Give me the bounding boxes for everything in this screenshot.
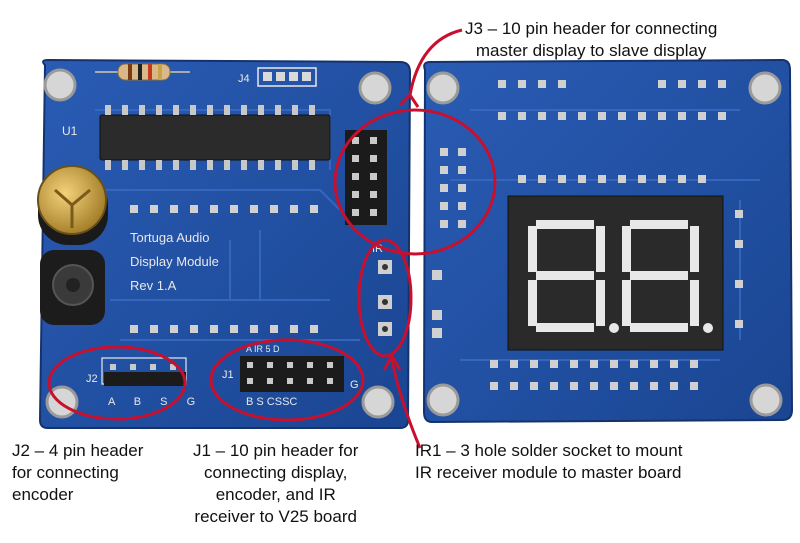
j1-header: J1 A IR 5 D B S CSSC G — [222, 344, 359, 408]
right-top-pads — [498, 80, 726, 183]
j1-g-label: G — [350, 379, 359, 391]
j1-bottom-pin-labels: B S CSSC — [246, 396, 297, 408]
j1-top-pin-labels: A IR 5 D — [246, 344, 280, 354]
silk-title: Tortuga Audio Display Module Rev 1.A — [130, 230, 219, 293]
callout-j2-line-2: for connecting — [12, 463, 119, 482]
buzzer — [40, 250, 105, 325]
right-board — [422, 58, 794, 424]
j2-label: J2 — [86, 373, 98, 385]
ir-label: IR — [372, 243, 383, 255]
callout-j1-line-3: encoder, and IR — [215, 485, 336, 504]
left-mount-holes — [43, 68, 395, 419]
u1-label: U1 — [62, 124, 78, 138]
callout-j3-line-1: J3 – 10 pin header for connecting — [465, 19, 718, 38]
j3-ring — [333, 108, 497, 256]
callout-ir1: IR1 – 3 hole solder socket to mount IR r… — [415, 440, 682, 484]
j2-ring — [47, 345, 187, 421]
callout-j1-line-2: connecting display, — [204, 463, 348, 482]
digit-1 — [528, 220, 619, 333]
j3-pads-right — [440, 148, 466, 228]
callout-j3: J3 – 10 pin header for connecting master… — [465, 18, 717, 62]
j4-label: J4 — [238, 73, 250, 85]
pad-row — [130, 205, 318, 333]
ir1-ring — [357, 238, 413, 358]
j3-header-left — [345, 130, 387, 225]
resistor — [95, 63, 190, 81]
right-mount-holes — [426, 71, 783, 417]
callout-j2: J2 – 4 pin header for connecting encoder — [12, 440, 143, 506]
left-board: J4 — [37, 58, 412, 429]
callout-j3-line-2: master display to slave display — [475, 41, 707, 60]
electrolytic-capacitor — [37, 165, 108, 245]
callout-j2-line-3: encoder — [12, 485, 74, 504]
callout-j2-line-1: J2 – 4 pin header — [12, 441, 144, 460]
right-bottom-pads — [490, 360, 698, 390]
callout-j1-line-1: J1 – 10 pin header for — [193, 441, 359, 460]
ir1-arrow — [390, 359, 422, 449]
annotation-overlay — [47, 28, 497, 449]
callout-j1-line-4: receiver to V25 board — [194, 507, 357, 526]
right-side-pads — [432, 210, 743, 338]
callout-ir1-line-2: IR receiver module to master board — [415, 463, 682, 482]
callout-ir1-line-1: IR1 – 3 hole solder socket to mount — [415, 441, 683, 460]
j2-pin-labels: A B S G — [108, 396, 203, 408]
silk-line-1: Tortuga Audio — [130, 230, 210, 245]
u1-ic: U1 — [62, 105, 331, 170]
ir1-arrowhead — [382, 352, 402, 371]
ir1-socket: IR — [372, 243, 392, 336]
j1-label: J1 — [222, 369, 234, 381]
seven-segment-display — [507, 195, 724, 351]
callout-j1: J1 – 10 pin header for connecting displa… — [193, 440, 358, 528]
silk-line-2: Display Module — [130, 254, 219, 269]
j3-arrow — [408, 28, 463, 96]
digit-2 — [622, 220, 713, 333]
j4-header: J4 — [238, 67, 317, 87]
j3-arrowhead — [398, 92, 420, 108]
j1-ring — [209, 338, 365, 422]
silk-line-3: Rev 1.A — [130, 278, 177, 293]
